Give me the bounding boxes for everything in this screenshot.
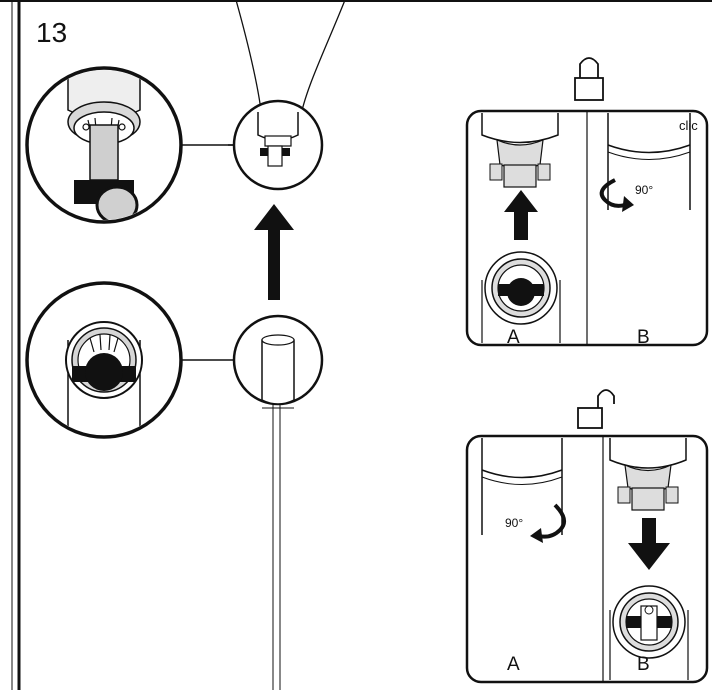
label-b-lock: B — [637, 327, 650, 348]
label-a-unlock: A — [507, 654, 520, 675]
click-label: clic — [679, 118, 698, 133]
unlock-panel: 90° A B — [465, 389, 709, 684]
up-arrow — [254, 204, 294, 300]
rotation-label-lock: 90° — [635, 183, 653, 197]
cartridge-socket-closeup — [25, 281, 324, 690]
padlock-open-icon — [577, 389, 615, 429]
rotation-label-unlock: 90° — [505, 516, 523, 530]
step-number: 13 — [36, 17, 67, 48]
cartridge-installed-closeup — [25, 0, 346, 224]
padlock-closed-icon — [574, 57, 604, 101]
lock-panel: clic 90° A B — [465, 57, 709, 348]
label-b-unlock: B — [637, 654, 650, 675]
label-a-lock: A — [507, 327, 520, 348]
